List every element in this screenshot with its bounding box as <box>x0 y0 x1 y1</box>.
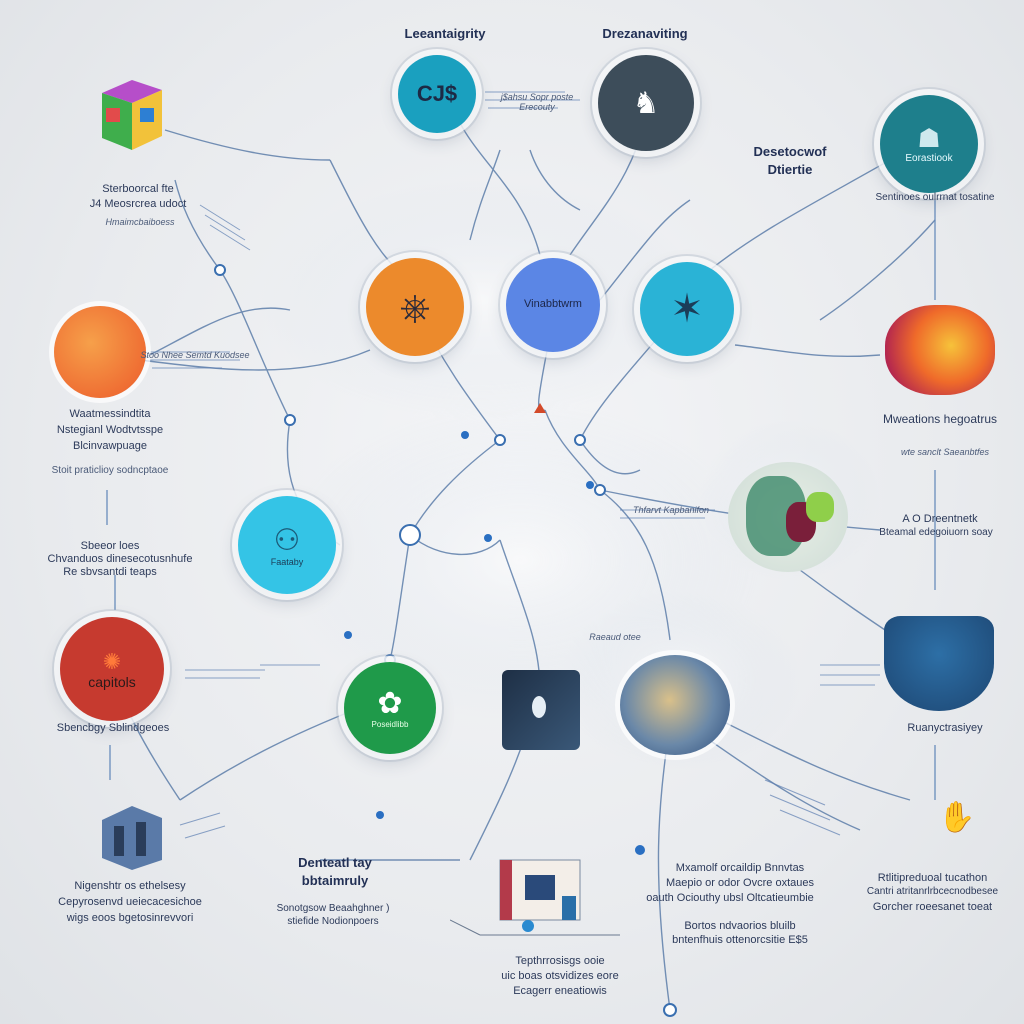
bottom-left-desc-3: wigs eoos bgetosinrevvori <box>66 912 194 924</box>
bottom-mid-sub-2: stiefide Nodionpoers <box>287 916 379 927</box>
bottom-center-desc-3: Ecagerr eneatiowis <box>513 985 607 997</box>
bottom-left-desc-2: Cepyrosenvd ueiecacesichoe <box>58 896 202 908</box>
right-low-desc-2: Bteamal edegoiuorn soay <box>879 527 993 538</box>
orange-node[interactable]: ⎈ <box>366 258 464 356</box>
left-mid-sub: Stoit praticlioy sodncptaoe <box>51 465 169 476</box>
left-low-desc-3: Re sbvsantdi teaps <box>63 566 157 578</box>
tree-icon: ⎈ <box>399 284 431 329</box>
device-icon <box>502 670 580 750</box>
capitols-node[interactable]: ✺ capitols <box>60 617 164 721</box>
far-right-desc-3: Gorcher roeesanet toeat <box>872 901 993 913</box>
annotation-3: Raeaud otee <box>589 632 641 642</box>
heart-organ-icon <box>885 305 995 395</box>
bottom-right-desc-1: Mxamolf orcaildip Bnnvtas <box>675 862 805 874</box>
right-mid-title: Mweations hegoatrus <box>882 412 998 426</box>
right-teal-node-label: Eorastiook <box>905 153 953 165</box>
hands-icon: ✋ <box>938 801 976 834</box>
bottom-mid-title-2: bbtaimruly <box>301 873 369 888</box>
top-left-desc-1: Sterboorcal fte <box>102 183 174 195</box>
top-left-desc-2: J4 Meosrcrea udoct <box>89 198 187 210</box>
cyan-network-node[interactable]: ✶ <box>640 262 734 356</box>
green-node[interactable]: ✿ Poseidlibb <box>344 662 436 754</box>
bottom-mid-sub-1: Sonotgsow Beaahghner ) <box>276 903 390 914</box>
top-left-sub: Hmaimcbaiboess <box>105 217 175 227</box>
head-icon: ♞ <box>632 86 660 120</box>
house-icon <box>449 850 620 940</box>
cs-node-label: CJ$ <box>416 81 458 107</box>
top-header-right: Drezanaviting <box>602 26 688 41</box>
far-right-desc-1: Rtlitipreduoal tucathon <box>877 872 988 884</box>
lungs-icon <box>728 462 848 572</box>
bottom-right-sub-1: Bortos ndvaorios bluilb <box>684 920 796 932</box>
capitols-node-label: capitols <box>88 673 136 690</box>
left-mid-desc-2: Nstegianl Wodtvtsspe <box>56 424 164 436</box>
bottom-center-desc-1: Tepthrrosisgs ooie <box>515 955 605 967</box>
orange-brain-globe <box>54 306 146 398</box>
globe-icon[interactable] <box>620 655 730 755</box>
bottom-left-desc-1: Nigenshtr os ethelsesy <box>74 880 186 892</box>
cs-node[interactable]: CJ$ <box>398 55 476 133</box>
left-low-desc-2: Chvanduos dinesecotusnhufe <box>47 553 193 565</box>
blue-bowl-icon <box>884 616 994 711</box>
bottom-right-desc-3: oauth Ociouthy ubsl Oltcatieumbie <box>646 892 814 904</box>
right-teal-node[interactable]: ☗ Eorastiook <box>880 95 978 193</box>
bottom-right-desc-2: Maepio or odor Ovcre oxtaues <box>666 877 814 889</box>
left-low-desc-1: Sbeeor loes <box>80 540 140 552</box>
rings-icon: ⚇ <box>273 523 301 557</box>
splash-icon: ✺ <box>102 648 122 674</box>
central-node-label: Vinabbtwrm <box>524 298 582 311</box>
bottom-right-sub-2: bntenfhuis ottenorcsitie E$5 <box>672 934 808 946</box>
annotation-1: j$ahsu Sopr poste Erecouty <box>500 92 574 113</box>
right-top-title-1: Desetocwof <box>753 144 827 159</box>
right-top-title-2: Dtiertie <box>767 162 813 177</box>
left-mid-desc-1: Waatmessindtita <box>69 408 151 420</box>
right-low-desc-1: A O Dreentnetk <box>902 513 978 525</box>
cyan-mid-node-label: Faataby <box>270 556 304 567</box>
far-right-desc-2: Cantri atritanrlrbcecnodbesee <box>866 886 999 897</box>
brain-icon: ✿ <box>377 687 403 721</box>
figure-icon <box>92 800 170 872</box>
right-top-sub: Sentinoes oulrrnat tosatine <box>875 192 995 203</box>
bottom-mid-title-1: Denteatl tay <box>298 855 372 870</box>
mask-icon: ☗ <box>917 123 941 154</box>
central-node[interactable]: Vinabbtwrm <box>506 258 600 352</box>
slate-node[interactable]: ♞ <box>598 55 694 151</box>
bottom-center-desc-2: uic boas otsvidizes eore <box>501 970 619 982</box>
annotation-2: Stoo Nhee Semtd Kuodsee <box>140 350 250 360</box>
capitols-caption: Sbencbgy Sblindgeoes <box>56 722 170 734</box>
right-low-title: Ruanyctrasiyey <box>907 722 983 734</box>
cyan-mid-node[interactable]: ⚇ Faataby <box>238 496 336 594</box>
cube-icon <box>92 78 172 153</box>
green-node-label: Poseidlibb <box>371 720 409 730</box>
top-header-left: Leeantaigrity <box>404 26 486 41</box>
left-mid-desc-3: Blcinvawpuage <box>73 440 147 452</box>
right-mid-sub: wte sanclt Saeanbtfes <box>900 447 990 457</box>
annotation-4: Thfarvt Kapbanifon <box>632 505 710 515</box>
network-icon: ✶ <box>670 287 704 331</box>
